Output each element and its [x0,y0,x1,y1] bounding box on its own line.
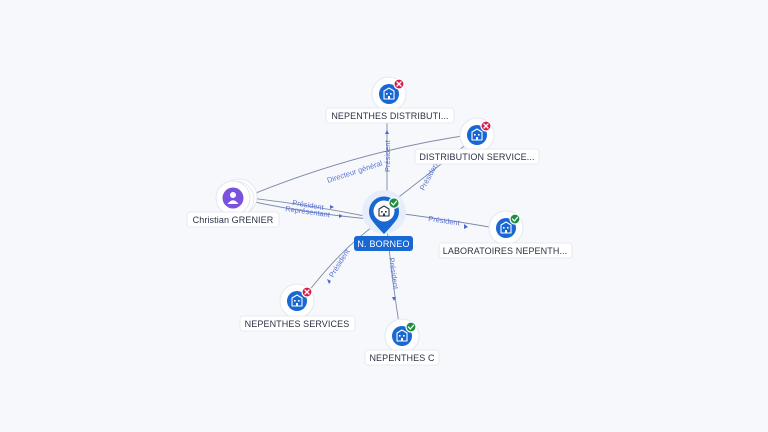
company-node-labo[interactable]: LABORATOIRES NEPENTH... [438,210,573,259]
company-node-distrib[interactable]: NEPENTHES DISTRIBUTI... [325,76,455,124]
person-icon [222,187,244,209]
center-label-box [354,236,413,251]
node-label-box [186,211,280,228]
status-ko-icon [393,78,405,90]
node-label: NEPENTHES SERVICES [245,319,350,329]
building-glyph [471,128,483,141]
arrow-center-nepc [392,297,396,301]
status-ok-icon [388,197,400,209]
building-glyph [383,87,395,100]
arrow-person-representant [339,214,343,218]
node-label-box [239,315,356,332]
edge-label-president-labo: Président [428,214,462,227]
edge-person-distservice[interactable] [245,133,477,198]
company-node-distservice[interactable]: DISTRIBUTION SERVICE... [414,117,540,165]
building-glyph [291,294,303,307]
node-label-box [364,349,440,366]
status-ko-icon [480,120,492,132]
node-label-box [414,148,540,165]
node-label: Christian GRENIER [193,215,274,225]
node-label-box [325,107,455,124]
node-label: DISTRIBUTION SERVICE... [419,152,534,162]
node-label-box [438,242,573,259]
edge-label-representant: Représentant [285,204,332,219]
building-icon [378,205,390,217]
node-label: NEPENTHES DISTRIBUTI... [331,111,448,121]
node-label: NEPENTHES C [369,353,435,363]
arrow-center-distrib [385,130,389,134]
edge-label-president-nepc: Président [387,257,400,291]
edge-center-services[interactable] [304,224,376,297]
status-ok-icon [509,213,521,225]
edge-person-center-1[interactable] [249,197,371,218]
edge-label-president-distrib: Président [383,139,392,172]
status-ko-icon [301,286,313,298]
company-node-nepc[interactable]: NEPENTHES C [364,318,440,366]
arrow-center-labo [464,224,468,229]
edge-center-labo[interactable] [395,212,496,229]
arrow-center-services [327,279,331,284]
center-label: N. BORNEO [357,239,409,249]
company-node-services[interactable]: NEPENTHES SERVICES [239,283,356,332]
center-node[interactable]: N. BORNEO [354,190,413,251]
building-glyph [500,221,512,234]
node-label: LABORATOIRES NEPENTH... [443,246,568,256]
building-glyph [396,329,408,342]
edge-label-president-services: Président [327,247,352,279]
edge-person-center-2[interactable] [249,200,371,220]
person-node[interactable]: Christian GRENIER [186,178,280,228]
arrow-person-president [330,205,334,209]
edge-label-directeur-general: Directeur général [326,158,384,184]
status-ok-icon [405,321,417,333]
